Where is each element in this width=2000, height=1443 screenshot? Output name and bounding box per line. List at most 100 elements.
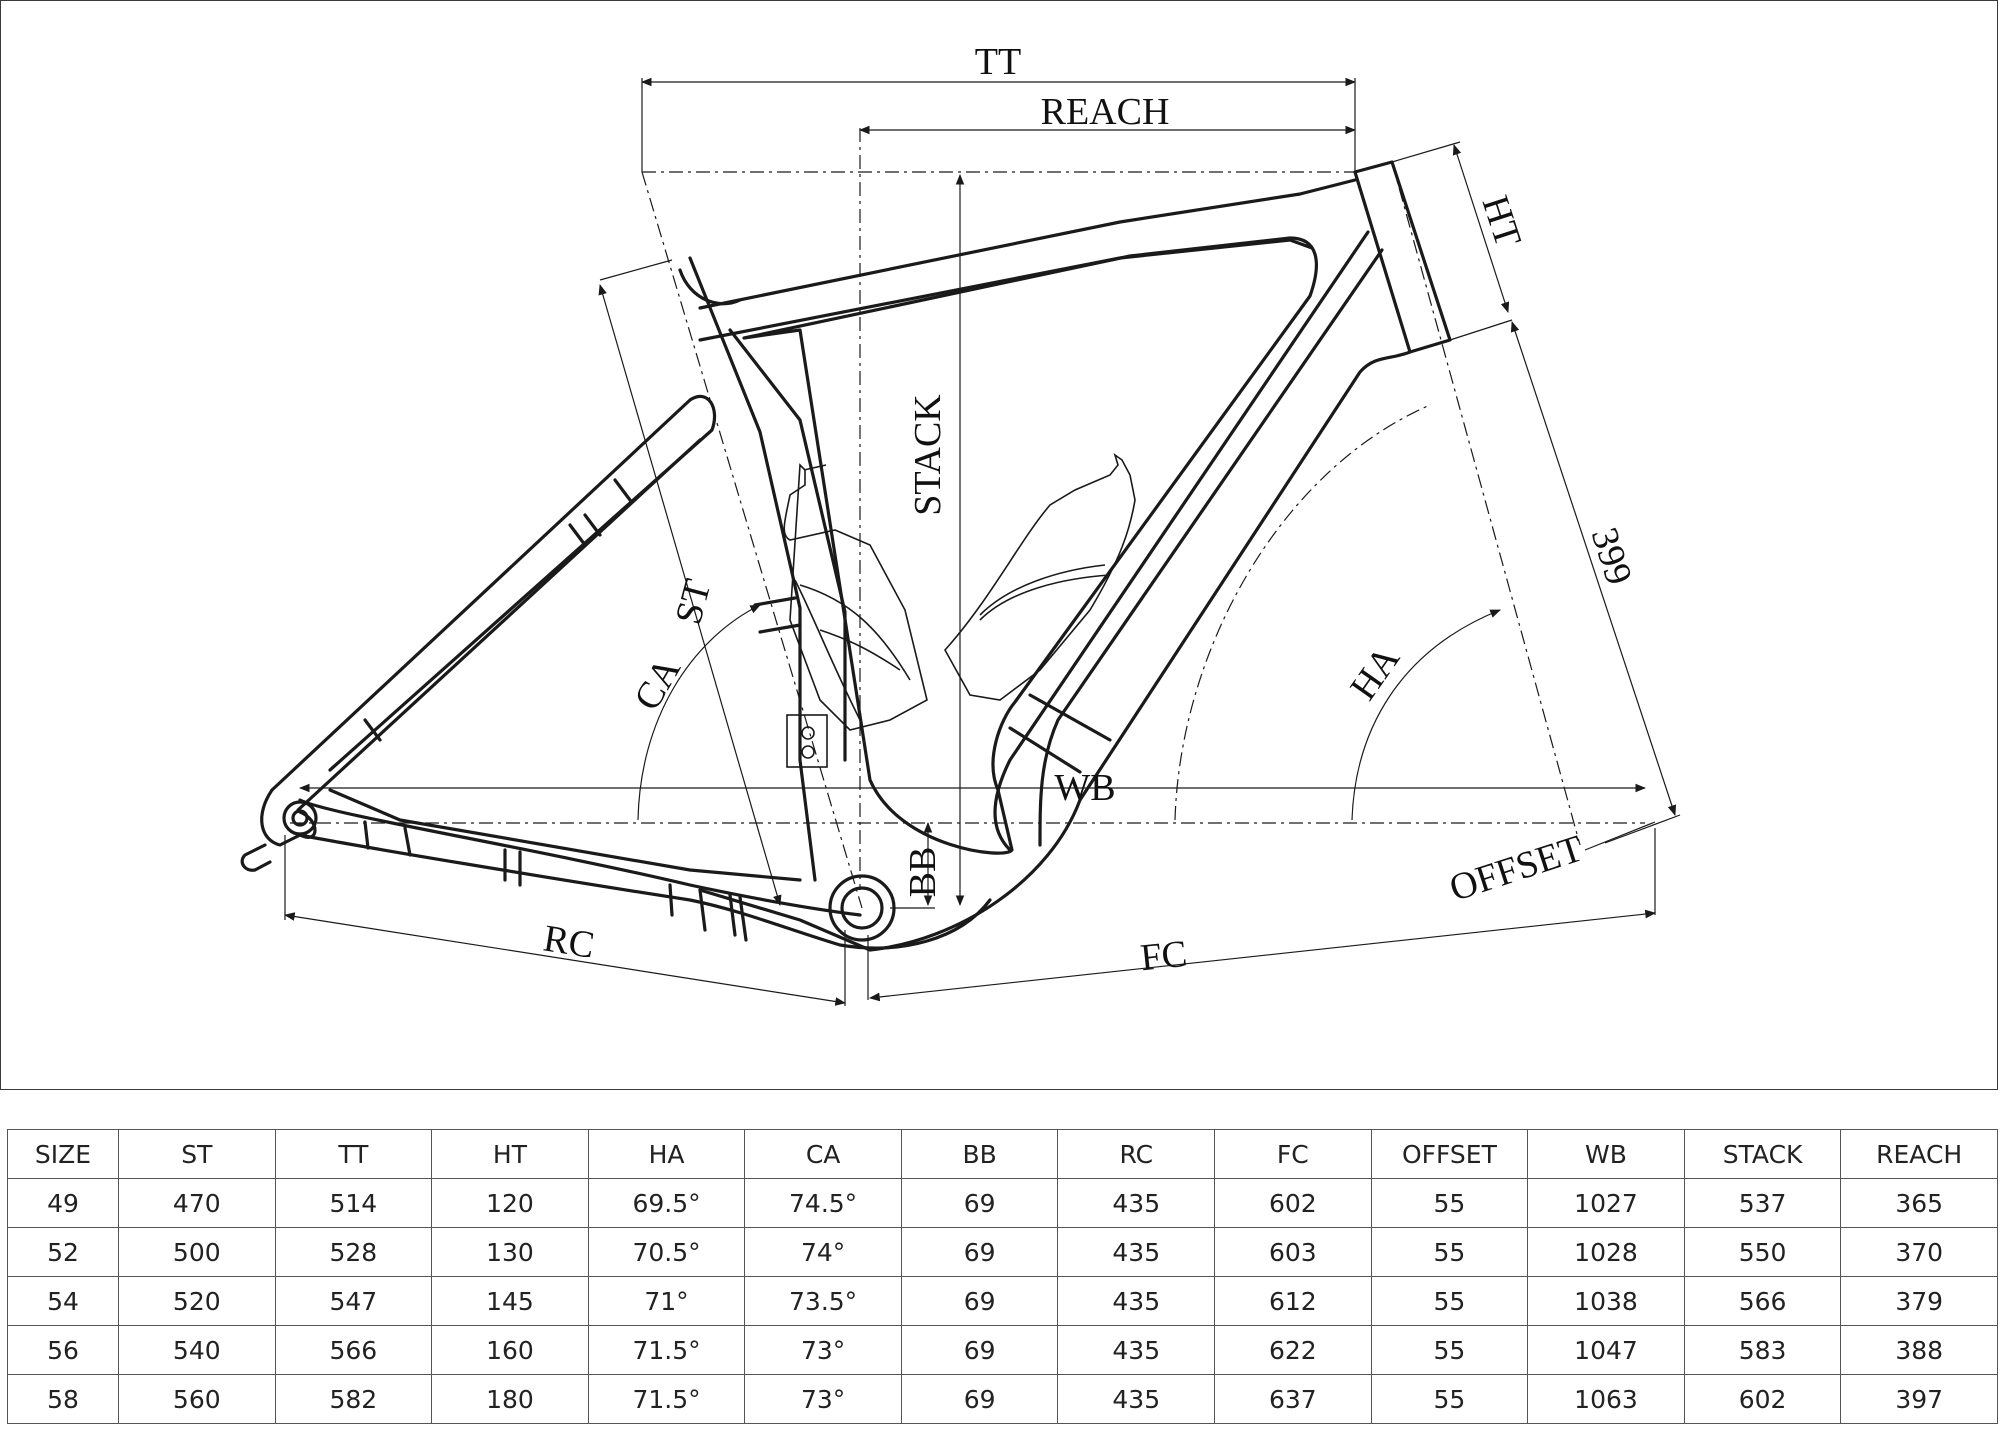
bottle-seat <box>783 463 928 731</box>
table-cell: 180 <box>431 1374 589 1424</box>
table-cell: 71.5° <box>587 1325 746 1375</box>
ha-arc-outer <box>1174 404 1431 821</box>
table-cell: 637 <box>1214 1374 1372 1424</box>
chainstay-inner <box>328 788 802 882</box>
table-cell: 71° <box>587 1276 746 1326</box>
table-cell: 537 <box>1683 1178 1842 1228</box>
table-cell: 370 <box>1840 1227 1998 1277</box>
geometry-diagram: TT REACH HT STACK ST CA HA 399 WB BB OFF… <box>240 41 1681 1006</box>
reach-label: REACH <box>1041 91 1170 133</box>
ht-dim-line <box>1452 143 1510 314</box>
fc-dim-line <box>868 909 1657 1002</box>
bottle-down <box>944 452 1136 701</box>
rear-dropout <box>260 788 317 847</box>
mount-bolt-2 <box>801 745 815 759</box>
head-tube <box>1353 160 1452 354</box>
ha-arc <box>1351 609 1502 821</box>
table-cell: 560 <box>118 1374 276 1424</box>
table-cell: 70.5° <box>587 1227 746 1277</box>
table-cell: 500 <box>118 1227 276 1277</box>
table-cell: 69.5° <box>587 1178 746 1228</box>
header-ca: CA <box>744 1129 902 1179</box>
table-cell: 583 <box>1683 1325 1842 1375</box>
head-lug <box>1078 350 1412 802</box>
rear-axle-inner <box>291 809 309 827</box>
mount-bolt <box>801 726 815 740</box>
bottle-down-cage <box>979 564 1111 621</box>
offset-label: OFFSET <box>1445 827 1589 909</box>
seat-clamp <box>678 268 742 306</box>
bicycle-frame <box>240 160 1452 952</box>
seatstay-ticks <box>363 478 632 742</box>
steering-axis <box>1391 161 1581 846</box>
table-cell: 55 <box>1370 1325 1529 1375</box>
header-reach: REACH <box>1840 1129 1998 1179</box>
table-cell: 120 <box>431 1178 589 1228</box>
table-cell: 603 <box>1214 1227 1372 1277</box>
table-cell: 514 <box>274 1178 433 1228</box>
table-cell: 1027 <box>1527 1178 1685 1228</box>
header-bb: BB <box>900 1129 1059 1179</box>
header-wb: WB <box>1527 1129 1685 1179</box>
table-cell: 520 <box>118 1276 276 1326</box>
table-cell: 160 <box>431 1325 589 1375</box>
rear-axle-outer <box>282 800 318 836</box>
header-tt: TT <box>274 1129 433 1179</box>
table-header-row: SIZE ST TT HT HA CA BB RC FC OFFSET WB S… <box>7 1129 1998 1179</box>
fork-length-label: 399 <box>1583 523 1641 590</box>
top-tube-inner <box>742 236 1318 855</box>
header-stack: STACK <box>1683 1129 1842 1179</box>
table-cell: 547 <box>274 1276 433 1326</box>
table-cell: 1038 <box>1527 1276 1685 1326</box>
fork-dim-line <box>1510 320 1677 817</box>
derailleur-hanger <box>240 843 272 872</box>
tt-label: TT <box>975 41 1021 83</box>
header-size: SIZE <box>7 1129 119 1179</box>
table-cell: 582 <box>274 1374 433 1424</box>
table-cell: 74.5° <box>744 1178 902 1228</box>
table-cell: 69 <box>900 1325 1059 1375</box>
stack-label: STACK <box>907 394 949 516</box>
bottom-bracket-inner <box>840 886 884 930</box>
geometry-table: SIZE ST TT HT HA CA BB RC FC OFFSET WB S… <box>7 1129 1998 1424</box>
table-cell: 69 <box>900 1374 1059 1424</box>
table-cell: 612 <box>1214 1276 1372 1326</box>
st-dim-line <box>598 283 782 907</box>
chainstay-upper <box>298 798 862 917</box>
table-cell: 73° <box>744 1374 902 1424</box>
seat-stay-inner <box>296 438 702 812</box>
header-ha: HA <box>587 1129 746 1179</box>
down-tube-guard <box>1008 693 1112 774</box>
seat-stay <box>270 394 717 792</box>
table-cell: 73° <box>744 1325 902 1375</box>
bottle-mount <box>786 714 828 768</box>
rc-label: RC <box>541 917 598 966</box>
fc-label: FC <box>1138 933 1189 980</box>
wb-label: WB <box>1054 767 1115 809</box>
table-cell: 71.5° <box>587 1374 746 1424</box>
fork-ext-bot <box>1604 814 1681 844</box>
table-cell: 388 <box>1840 1325 1998 1375</box>
table-cell: 435 <box>1057 1325 1216 1375</box>
st-label: ST <box>667 575 719 629</box>
table-cell: 435 <box>1057 1374 1216 1424</box>
table-cell: 470 <box>118 1178 276 1228</box>
table-cell: 397 <box>1840 1374 1998 1424</box>
table-cell: 69 <box>900 1178 1059 1228</box>
table-cell: 69 <box>900 1276 1059 1326</box>
seat-tube-rear <box>728 328 847 762</box>
table-cell: 435 <box>1057 1178 1216 1228</box>
table-cell: 73.5° <box>744 1276 902 1326</box>
ha-label: HA <box>1342 638 1408 708</box>
bottle-seat-cage <box>794 579 911 721</box>
down-tube-lower <box>1038 248 1384 847</box>
header-fc: FC <box>1214 1129 1372 1179</box>
dimension-lines <box>283 77 1681 1006</box>
table-cell: 379 <box>1840 1276 1998 1326</box>
table-cell: 1063 <box>1527 1374 1685 1424</box>
